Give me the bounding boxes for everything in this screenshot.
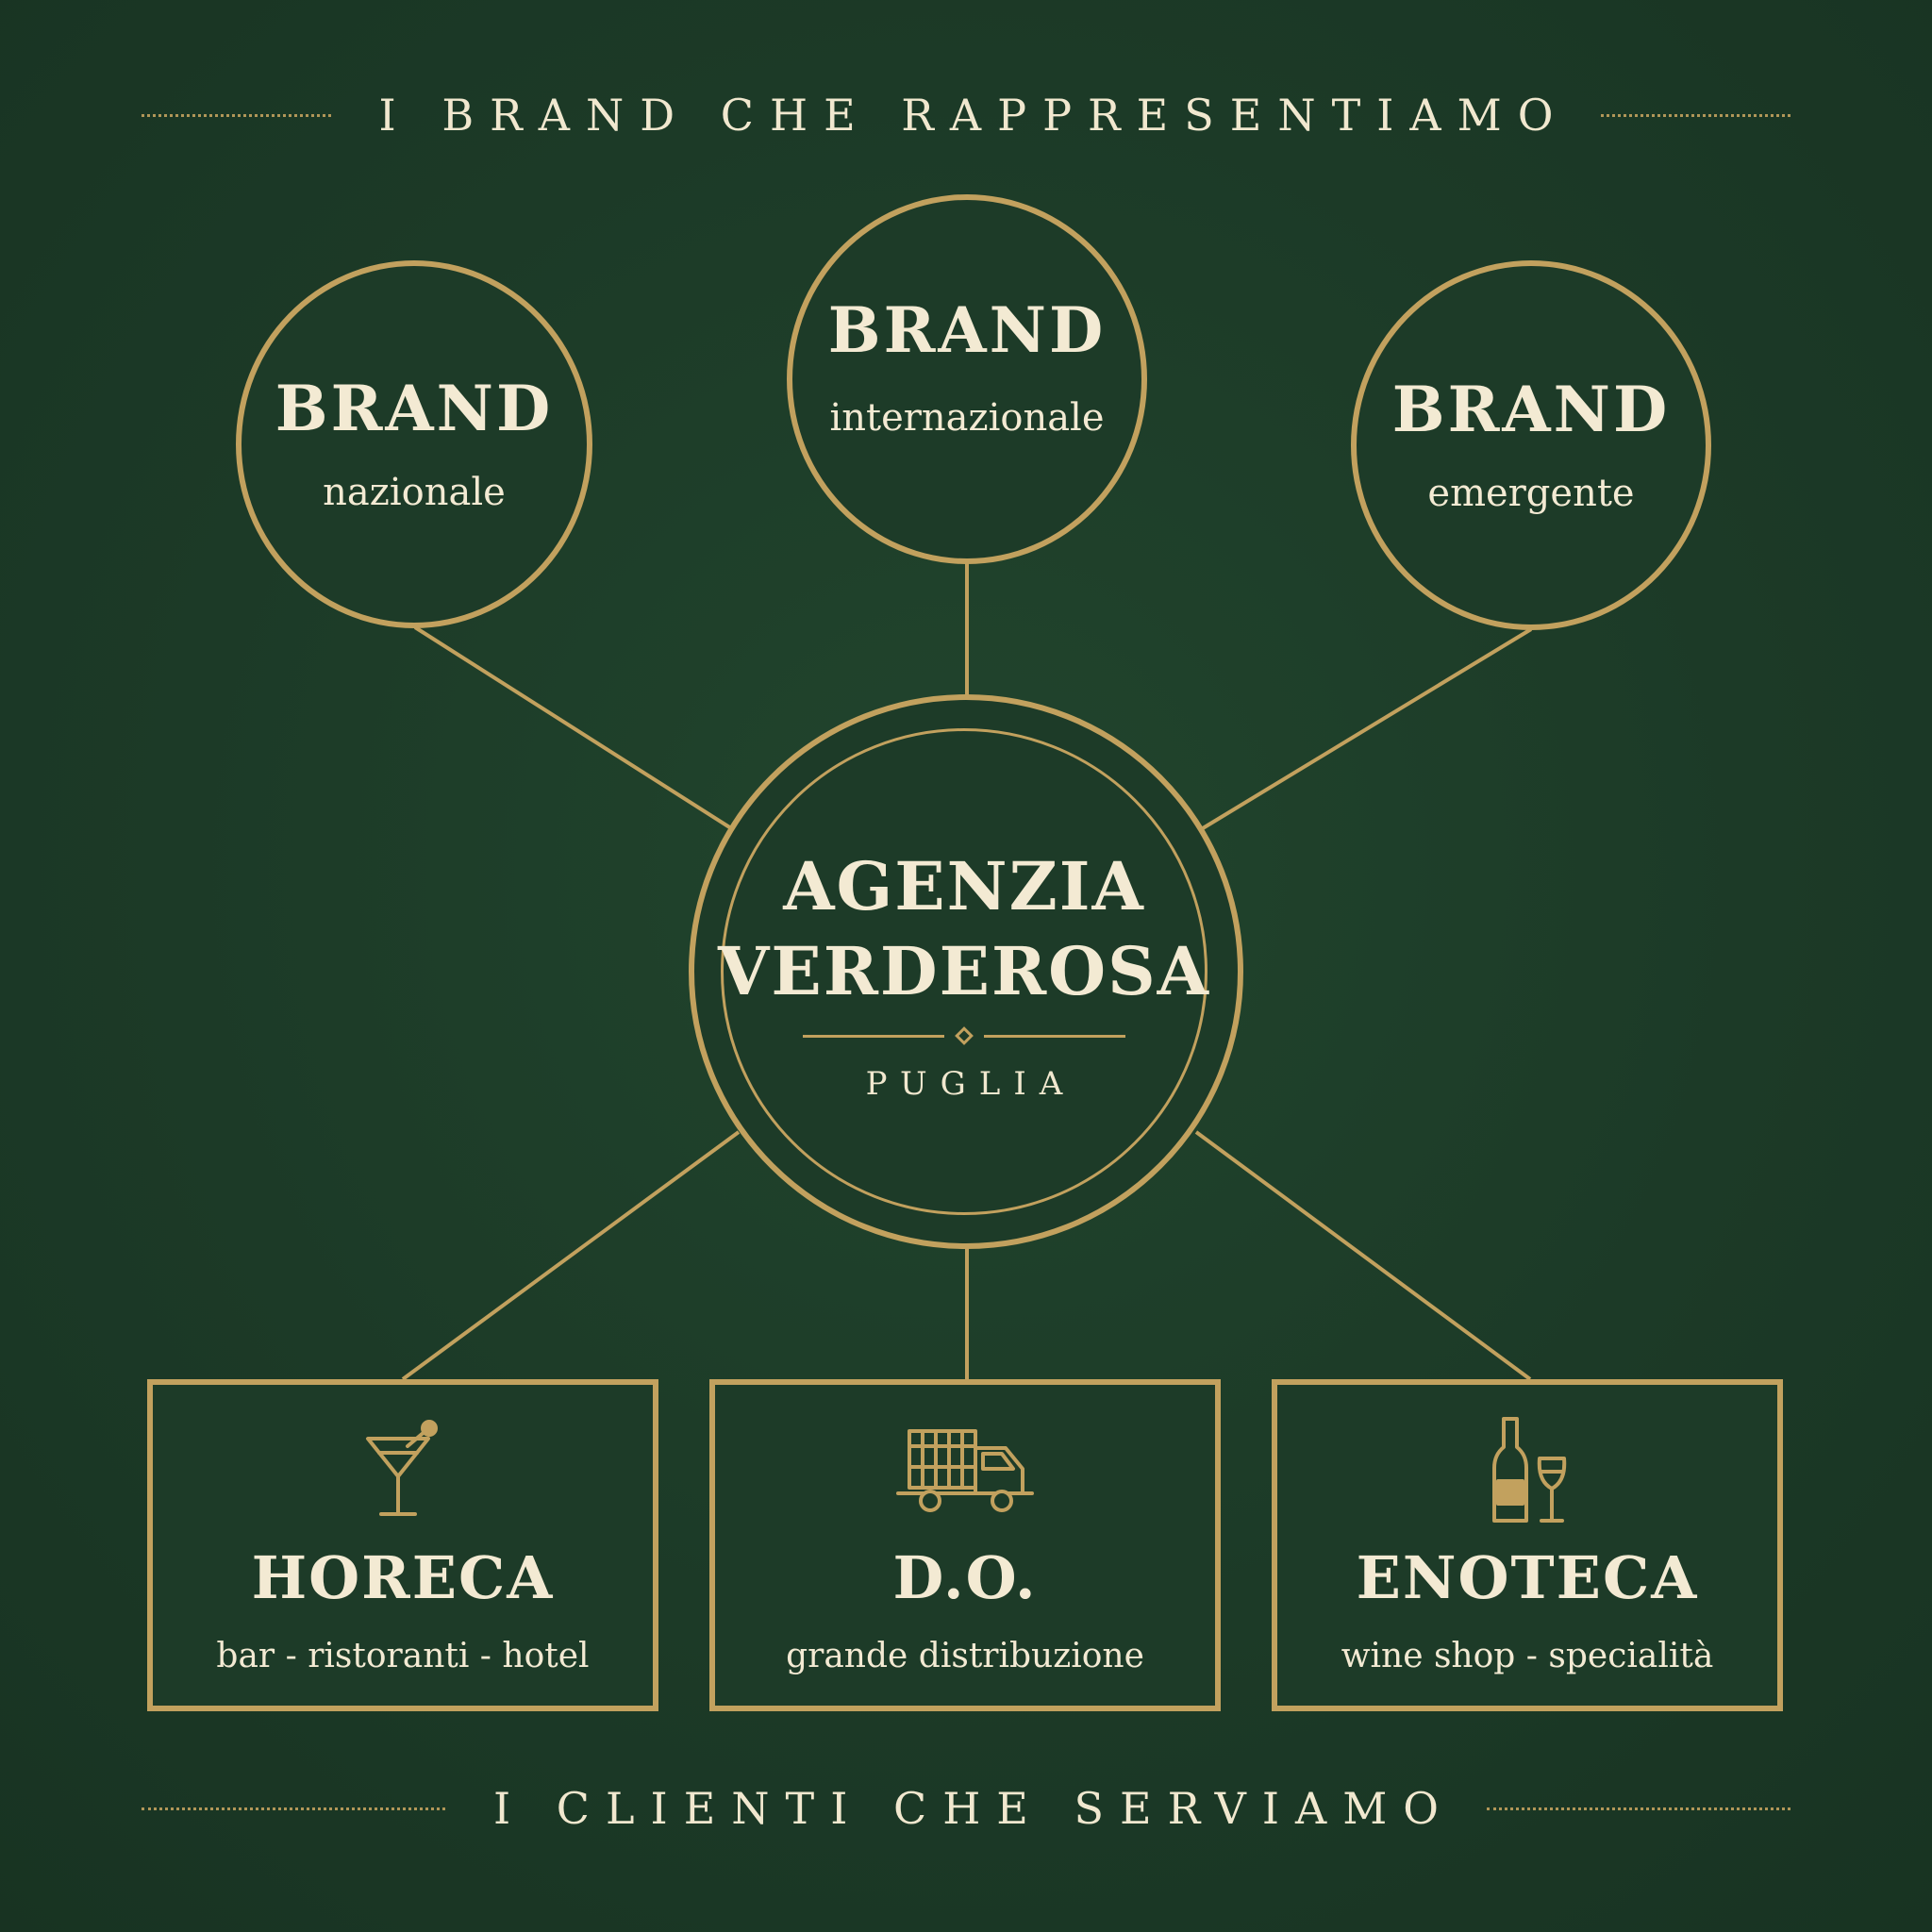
agency-region: PUGLIA xyxy=(865,1065,1076,1103)
clients-heading-text: I CLIENTI CHE SERVIAMO xyxy=(492,1783,1456,1834)
client-title: D.O. xyxy=(892,1543,1038,1612)
client-title: HORECA xyxy=(251,1543,555,1612)
brand-title: BRAND xyxy=(1391,373,1671,446)
dotted-rule-right xyxy=(1601,113,1791,117)
client-subtitle: bar - ristoranti - hotel xyxy=(216,1637,590,1675)
brand-subtitle: emergente xyxy=(1427,472,1635,515)
dotted-rule-left xyxy=(142,113,331,117)
connector-client-enoteca xyxy=(1194,1130,1532,1381)
client-subtitle: wine shop - specialità xyxy=(1341,1637,1714,1675)
divider-rule-left xyxy=(803,1034,944,1038)
brand-circle-emergente: BRAND emergente xyxy=(1351,260,1711,630)
client-subtitle: grande distribuzione xyxy=(786,1637,1144,1675)
brands-heading-text: I BRAND CHE RAPPRESENTIAMO xyxy=(378,90,1570,141)
connector-brand-left xyxy=(413,625,733,830)
brand-title: BRAND xyxy=(275,372,554,445)
wine-bottle-glass-icon xyxy=(1457,1415,1598,1526)
delivery-truck-icon xyxy=(894,1415,1036,1526)
brands-section-heading: I BRAND CHE RAPPRESENTIAMO xyxy=(142,87,1791,143)
brand-subtitle: internazionale xyxy=(829,396,1105,440)
connector-brand-right xyxy=(1201,627,1533,830)
brand-title: BRAND xyxy=(827,293,1107,367)
diamond-icon xyxy=(955,1026,974,1045)
dotted-rule-right xyxy=(1487,1807,1791,1810)
ornamental-divider xyxy=(803,1026,1125,1045)
divider-rule-right xyxy=(984,1034,1125,1038)
agency-hub: AGENZIA VERDEROSA PUGLIA xyxy=(718,728,1210,1215)
brand-circle-nazionale: BRAND nazionale xyxy=(236,260,592,628)
dotted-rule-left xyxy=(142,1807,445,1810)
agency-name-line-2: VERDEROSA xyxy=(718,932,1210,1010)
cocktail-glass-icon xyxy=(332,1415,474,1526)
brand-subtitle: nazionale xyxy=(323,471,506,514)
agency-name-line-1: AGENZIA xyxy=(783,847,1145,925)
client-title: ENOTECA xyxy=(1356,1543,1699,1612)
client-box-do: D.O. grande distribuzione xyxy=(709,1379,1221,1711)
brand-circle-internazionale: BRAND internazionale xyxy=(787,194,1147,564)
client-box-enoteca: ENOTECA wine shop - specialità xyxy=(1272,1379,1783,1711)
clients-section-heading: I CLIENTI CHE SERVIAMO xyxy=(142,1780,1791,1837)
connector-client-horeca xyxy=(401,1130,741,1381)
client-box-horeca: HORECA bar - ristoranti - hotel xyxy=(147,1379,658,1711)
